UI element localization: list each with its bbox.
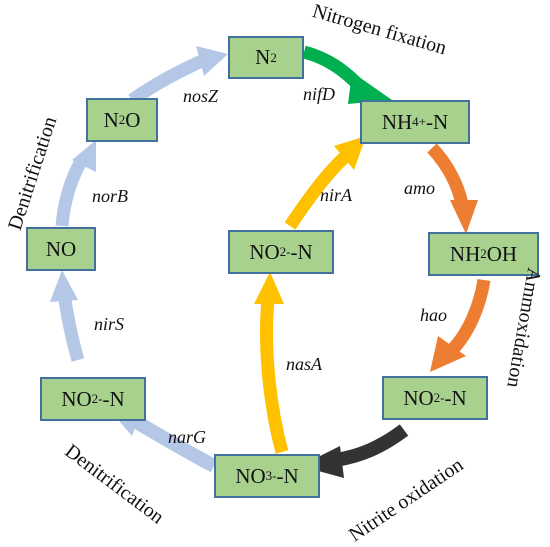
arrow-hao bbox=[447, 278, 491, 355]
arrowhead-nitrite-oxidation bbox=[300, 446, 344, 478]
arrow-nosZ bbox=[128, 54, 207, 106]
arrow-nitrite-oxidation bbox=[334, 424, 409, 467]
arrow-nirS bbox=[57, 291, 85, 362]
gene-label-nifD: nifD bbox=[303, 84, 336, 104]
gene-label-nasA: nasA bbox=[286, 354, 322, 374]
gene-label-nosZ: nosZ bbox=[183, 86, 219, 106]
arrowhead-nosZ bbox=[196, 46, 228, 76]
gene-label-amo: amo bbox=[404, 178, 435, 198]
arrowhead-norB bbox=[72, 140, 96, 172]
node-no: NO bbox=[26, 227, 96, 271]
gene-label-norB: norB bbox=[92, 186, 128, 206]
arrow-nirA bbox=[284, 151, 351, 230]
arrowhead-nirS bbox=[50, 270, 78, 302]
gene-label-nirS: nirS bbox=[94, 314, 125, 334]
arrow-nasA bbox=[260, 299, 289, 454]
gene-label-hao: hao bbox=[420, 305, 447, 325]
arrowhead-nasA bbox=[254, 272, 284, 304]
arrowhead-amo bbox=[450, 200, 478, 234]
arrowhead-hao bbox=[430, 336, 466, 372]
gene-label-narG: narG bbox=[168, 427, 207, 447]
arrow-norB bbox=[55, 156, 88, 227]
arrow-amo bbox=[427, 143, 469, 206]
arrowhead-nitrogen-fixation bbox=[348, 72, 392, 104]
arrowhead-nirA bbox=[334, 136, 366, 170]
gene-label-nirA: nirA bbox=[320, 185, 353, 205]
